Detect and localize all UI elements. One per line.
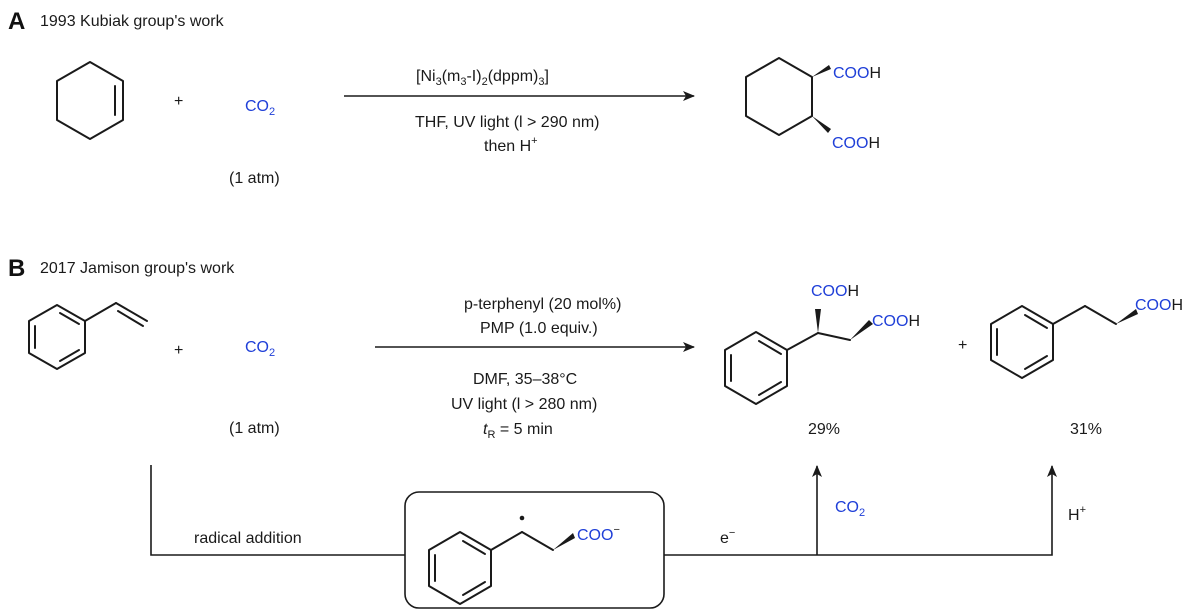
panel-a-heading: 1993 Kubiak group's work [40,13,225,30]
cyclohexane-diacid-structure [745,57,831,136]
product2-cooh: COOH [1135,297,1183,314]
cyclohexene-structure [56,61,124,140]
panel-b-residence-time: tR = 5 min [483,421,553,441]
panel-b-plus-products: + [958,337,967,354]
panel-a-conditions-line1: THF, UV light (l > 290 nm) [415,114,600,131]
product1-yield: 29% [808,421,840,438]
mechanism-path-left [150,465,405,556]
panel-b-reagent-photocatalyst: p-terphenyl (20 mol%) [464,296,621,313]
panel-a-letter: A [8,8,25,35]
mechanism-co2-label: CO2 [835,499,865,519]
intermediate-box [404,491,665,609]
protonation-label: H+ [1068,504,1086,524]
panel-a-plus: + [174,93,183,110]
panel-a-conditions-line2: then H+ [484,135,538,155]
radical-addition-label: radical addition [194,530,302,547]
radical-anion-intermediate-structure [428,515,575,605]
panel-a-catalyst: [Ni3(m3-I)2(dppm)3] [416,68,549,88]
styrene-structure [28,302,148,370]
mechanism-path-right [664,465,1057,556]
panel-a-product-cooh-top: COOH [833,65,881,82]
panel-b-plus-reactants: + [174,342,183,359]
panel-b-co2-pressure: (1 atm) [229,420,280,437]
panel-b-heading: 2017 Jamison group's work [40,260,235,277]
panel-b-conditions-light: UV light (l > 280 nm) [451,396,597,413]
phenylpropanoic-acid-structure [990,305,1138,379]
panel-b-co2: CO2 [245,339,275,359]
panel-b-reagent-pmp: PMP (1.0 equiv.) [480,320,598,337]
panel-a-co2: CO2 [245,98,275,118]
panel-a-co2-pressure: (1 atm) [229,170,280,187]
intermediate-carboxylate: COO− [577,524,620,544]
product1-cooh-alpha: COOH [811,283,859,300]
panel-a-product-cooh-bottom: COOH [832,135,880,152]
product1-cooh-beta: COOH [872,313,920,330]
panel-b-conditions-solvent: DMF, 35–38°C [473,371,577,388]
radical-dot-icon [519,515,525,521]
electron-transfer-label: e− [720,527,735,547]
product2-yield: 31% [1070,421,1102,438]
panel-b-letter: B [8,255,25,282]
phenylsuccinic-acid-structure [724,309,873,405]
